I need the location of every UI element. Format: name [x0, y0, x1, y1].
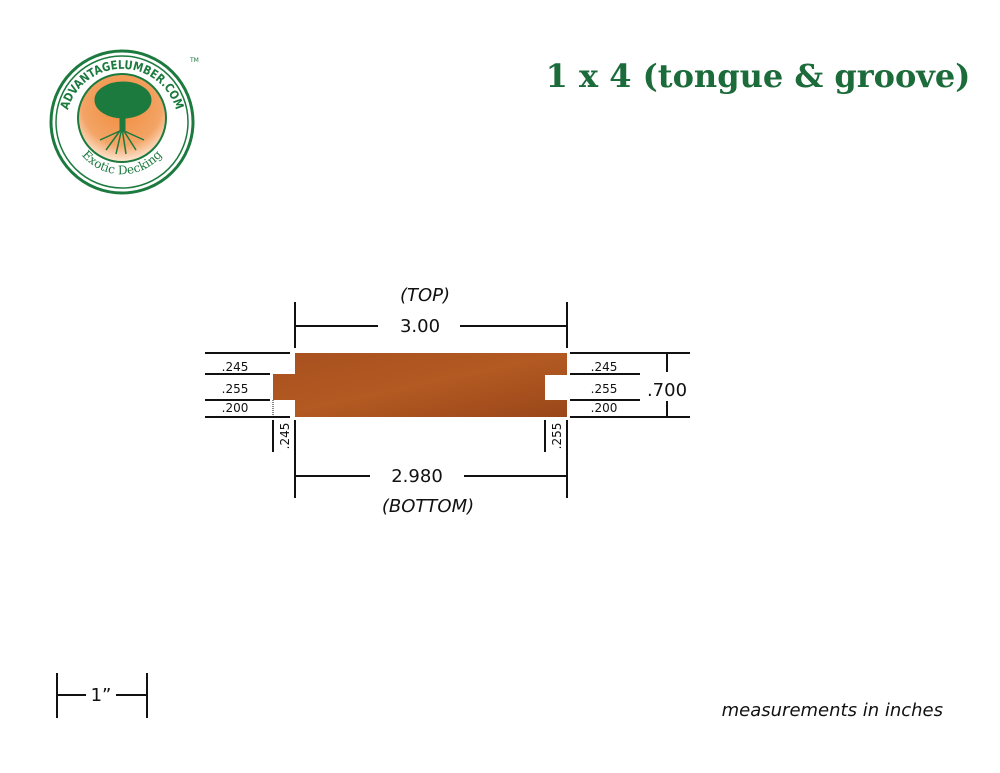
bottom-dimension: 2.980 (BOTTOM): [294, 420, 568, 517]
board-profile: [273, 353, 567, 417]
right-dim-bottom: .200: [591, 401, 618, 415]
thickness-dim: .700: [647, 380, 687, 401]
right-dim-top: .245: [591, 360, 618, 374]
logo: ADVANTAGELUMBER.COM Exotic Decking TM: [49, 49, 199, 195]
bottom-width: 2.980: [391, 466, 443, 487]
groove-depth: .255: [550, 423, 564, 450]
right-dim-middle: .255: [591, 382, 618, 396]
top-width: 3.00: [400, 316, 440, 337]
left-dim-bottom: .200: [222, 401, 249, 415]
top-dimension: (TOP) 3.00: [294, 285, 568, 348]
tongue-groove-depth: .245 .255: [272, 400, 564, 452]
scale-label: 1”: [91, 685, 112, 706]
top-label: (TOP): [400, 285, 450, 306]
logo-trademark: TM: [189, 57, 199, 64]
units-footnote: measurements in inches: [722, 700, 943, 721]
scale-bar: 1”: [56, 673, 148, 718]
left-dimensions: .245 .255 .200: [205, 352, 290, 418]
left-dim-middle: .255: [222, 382, 249, 396]
left-dim-top: .245: [222, 360, 249, 374]
right-dimensions: .245 .255 .200 .700: [570, 352, 690, 418]
tongue-depth: .245: [278, 423, 292, 450]
bottom-label: (BOTTOM): [382, 496, 474, 517]
tree-icon: [94, 81, 152, 155]
page-title: 1 x 4 (tongue & groove): [546, 57, 971, 95]
